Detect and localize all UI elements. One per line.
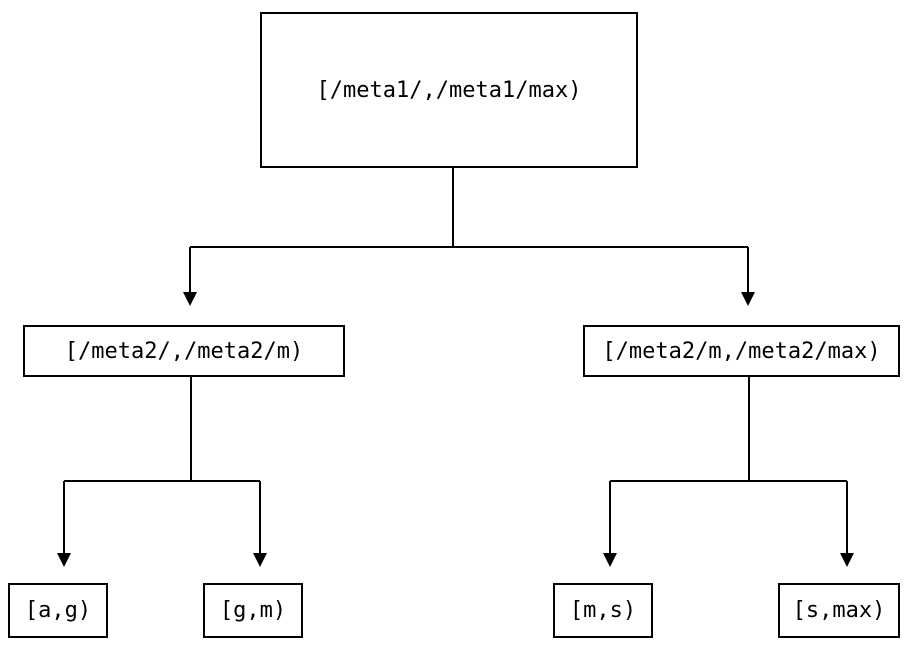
node-left-interval: [/meta2/,/meta2/m) [23, 325, 345, 377]
edge-right-to-rightright [840, 481, 854, 567]
arrowhead-icon [840, 553, 854, 567]
node-label: [a,g) [24, 598, 92, 623]
node-label: [m,s) [569, 598, 637, 623]
node-leaf-ag: [a,g) [8, 583, 108, 638]
edge-root-to-left [183, 247, 197, 306]
node-label: [/meta2/,/meta2/m) [64, 338, 304, 364]
edge-left-to-leftright [253, 481, 267, 567]
node-label: [/meta1/,/meta1/max) [316, 77, 582, 103]
edge-left-to-leftleft [57, 481, 71, 567]
arrowhead-icon [183, 292, 197, 306]
edge-right-to-rightleft [603, 481, 617, 567]
edge-right-trunk [610, 377, 847, 482]
node-leaf-smax: [s,max) [778, 583, 900, 638]
arrowhead-icon [741, 292, 755, 306]
edge-left-trunk [64, 377, 260, 482]
node-label: [/meta2/m,/meta2/max) [602, 338, 881, 364]
edge-root-to-right [741, 247, 755, 306]
node-label: [g,m) [219, 598, 287, 623]
node-leaf-ms: [m,s) [553, 583, 653, 638]
arrowhead-icon [57, 553, 71, 567]
edge-root-trunk [190, 168, 748, 248]
node-right-interval: [/meta2/m,/meta2/max) [583, 325, 900, 377]
node-root-interval: [/meta1/,/meta1/max) [260, 12, 638, 168]
arrowhead-icon [253, 553, 267, 567]
node-label: [s,max) [792, 598, 886, 623]
node-leaf-gm: [g,m) [203, 583, 303, 638]
arrowhead-icon [603, 553, 617, 567]
